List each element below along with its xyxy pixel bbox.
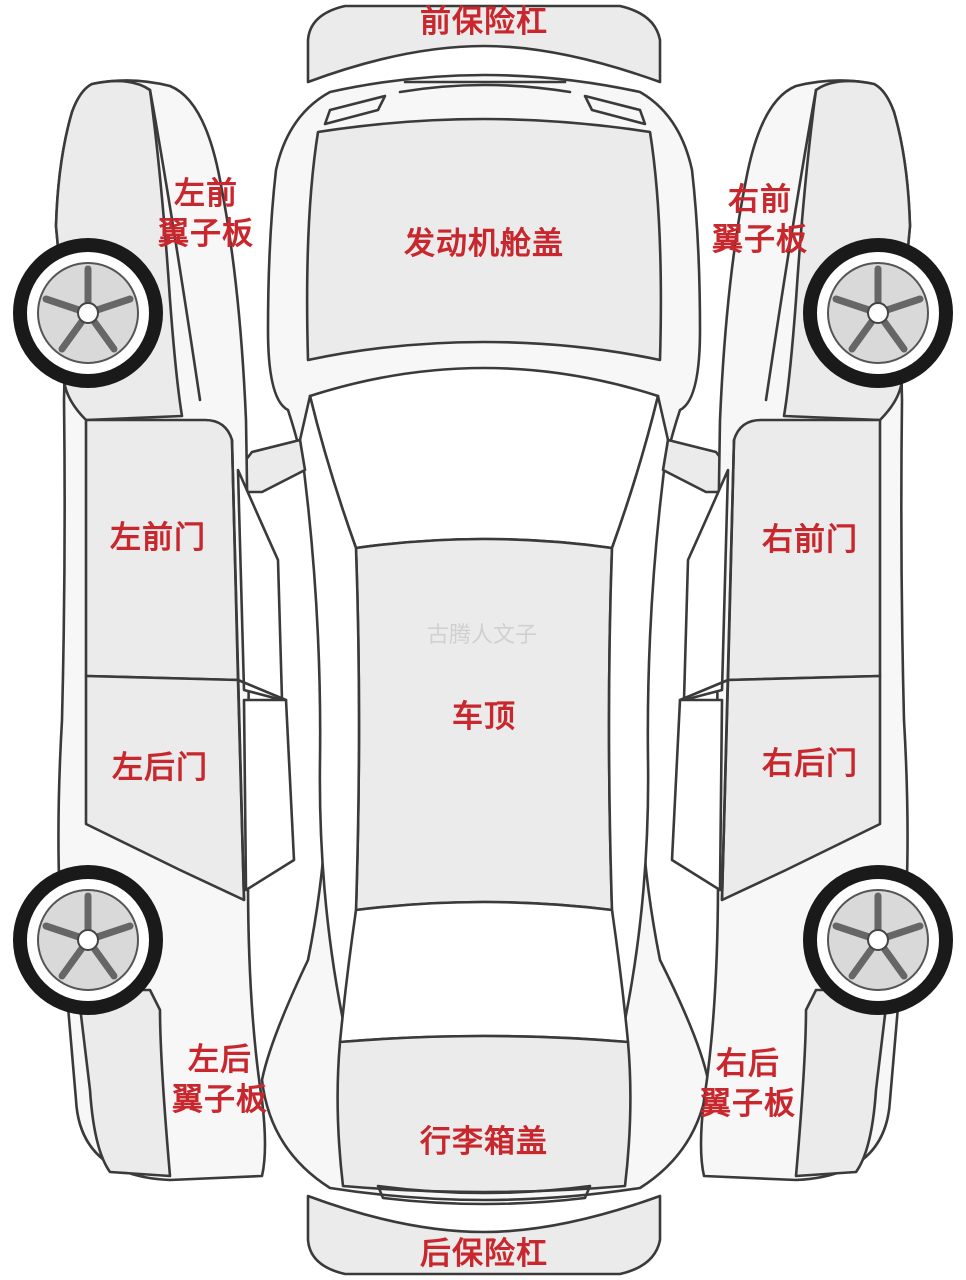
- label-right-rear-fender-line2: 翼子板: [700, 1086, 796, 1122]
- right-headlight: [583, 94, 647, 126]
- label-left-front-fender-line1: 左前: [174, 176, 238, 212]
- label-right-front-fender: 右前 翼子板: [712, 180, 808, 260]
- label-left-rear-fender-line1: 左后: [188, 1042, 252, 1078]
- label-trunk-lid: 行李箱盖: [420, 1124, 548, 1160]
- right-rear-door-panel: [720, 674, 882, 902]
- label-left-rear-door: 左后门: [112, 750, 208, 786]
- label-right-rear-fender: 右后 翼子板: [700, 1044, 796, 1124]
- label-right-front-fender-line2: 翼子板: [712, 222, 808, 258]
- label-rear-bumper: 后保险杠: [420, 1236, 548, 1272]
- left-rear-door-panel: [84, 674, 246, 902]
- windshield: [308, 366, 660, 550]
- hood-panel: [305, 117, 663, 362]
- right-side-pillar: [678, 88, 818, 902]
- left-rear-wheel: [13, 865, 163, 1015]
- label-left-front-door: 左前门: [110, 520, 206, 556]
- trunk-lid-panel: [336, 1034, 632, 1194]
- label-hood: 发动机舱盖: [404, 226, 564, 262]
- label-left-rear-fender: 左后 翼子板: [172, 1040, 268, 1120]
- label-left-rear-fender-line2: 翼子板: [172, 1082, 268, 1118]
- rear-window: [338, 900, 630, 1044]
- right-rear-wheel: [803, 865, 953, 1015]
- front-bumper-panel: [306, 4, 662, 84]
- label-roof: 车顶: [452, 699, 516, 735]
- label-right-rear-fender-line1: 右后: [716, 1046, 780, 1082]
- label-right-rear-door: 右后门: [762, 746, 858, 782]
- right-side-window: [670, 468, 730, 892]
- left-headlight: [323, 94, 387, 126]
- right-front-wheel: [803, 238, 953, 388]
- left-rear-fender-panel: [76, 988, 172, 1178]
- watermark-text: 古腾人文子: [426, 623, 538, 648]
- left-front-wheel: [13, 238, 163, 388]
- label-right-front-door: 右前门: [762, 522, 858, 558]
- label-right-front-fender-line1: 右前: [728, 182, 792, 218]
- label-left-front-fender: 左前 翼子板: [158, 174, 254, 254]
- left-side-window: [236, 468, 296, 892]
- wheels: [13, 238, 953, 1015]
- left-side-pillar: [148, 88, 288, 902]
- label-front-bumper: 前保险杠: [420, 4, 548, 40]
- front-grille: [398, 80, 572, 94]
- right-rear-fender-panel: [794, 988, 890, 1178]
- label-left-front-fender-line2: 翼子板: [158, 216, 254, 252]
- rear-lights: [376, 1184, 592, 1206]
- rear-bumper-panel: [306, 1194, 662, 1276]
